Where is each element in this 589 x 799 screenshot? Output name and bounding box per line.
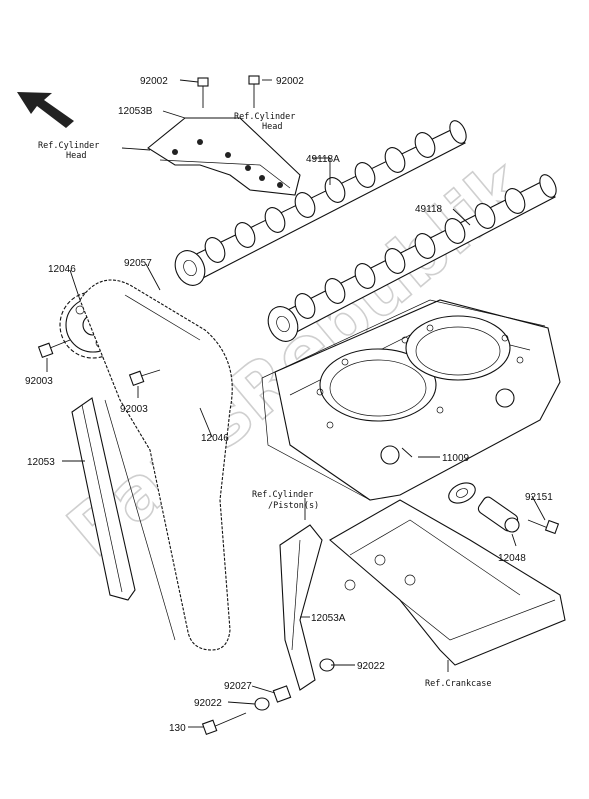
cylinder-block xyxy=(261,299,561,501)
label-12053: 12053 xyxy=(27,457,55,468)
label-12048: 12048 xyxy=(498,553,526,564)
camshaft-49118 xyxy=(267,174,557,342)
washer-92022-left xyxy=(254,697,270,711)
label-12046-top: 12046 xyxy=(48,264,76,275)
label-92057: 92057 xyxy=(124,258,152,269)
label-49118: 49118 xyxy=(415,204,443,215)
chain-guide-12053a xyxy=(279,524,323,691)
label-92022-left: 92022 xyxy=(194,698,222,709)
bolt-92003-left xyxy=(37,339,71,359)
bolt-92151 xyxy=(527,519,560,535)
ref-cylinder-head-top-line2: Head xyxy=(262,122,282,132)
ref-cylinder-head-top-line1: Ref.Cylinder xyxy=(234,112,295,122)
ref-cylinder-piston-line1: Ref.Cylinder xyxy=(252,490,313,500)
label-92002-left: 92002 xyxy=(140,76,168,87)
bolt-92002-right xyxy=(248,75,260,108)
label-92003-left: 92003 xyxy=(25,376,53,387)
ref-cylinder-head-left-line1: Ref.Cylinder xyxy=(38,141,99,151)
label-11009: 11009 xyxy=(442,453,470,464)
cam-chain-92057 xyxy=(79,279,233,651)
label-92002-right: 92002 xyxy=(276,76,304,87)
label-130: 130 xyxy=(169,723,186,734)
label-12046-mid: 12046 xyxy=(201,433,229,444)
label-92027: 92027 xyxy=(224,681,252,692)
cam-chain-tensioner-12048 xyxy=(477,496,520,533)
front-direction-arrow xyxy=(17,92,74,128)
bolt-92002-left xyxy=(197,77,209,108)
camshaft-49118a xyxy=(174,120,467,286)
label-92022-right: 92022 xyxy=(357,661,385,672)
label-92003-mid: 92003 xyxy=(120,404,148,415)
label-12053b: 12053B xyxy=(118,106,153,117)
label-49118a: 49118A xyxy=(306,154,340,165)
collar-92027 xyxy=(272,685,292,703)
leader-lines xyxy=(46,79,546,728)
ref-cylinder-head-left-line2: Head xyxy=(66,151,86,161)
bolt-130 xyxy=(201,712,247,736)
label-92151: 92151 xyxy=(525,492,553,503)
bolt-92003-mid xyxy=(128,369,161,387)
chain-guide-12053 xyxy=(71,397,136,601)
ref-cylinder-piston-line2: /Piston(s) xyxy=(268,501,319,511)
gasket-11009 xyxy=(448,482,476,504)
label-12053a: 12053A xyxy=(311,613,346,624)
cam-chain-guide-12053b xyxy=(147,117,301,196)
ref-crankcase: Ref.Crankcase xyxy=(425,679,492,689)
crankcase xyxy=(329,499,566,666)
